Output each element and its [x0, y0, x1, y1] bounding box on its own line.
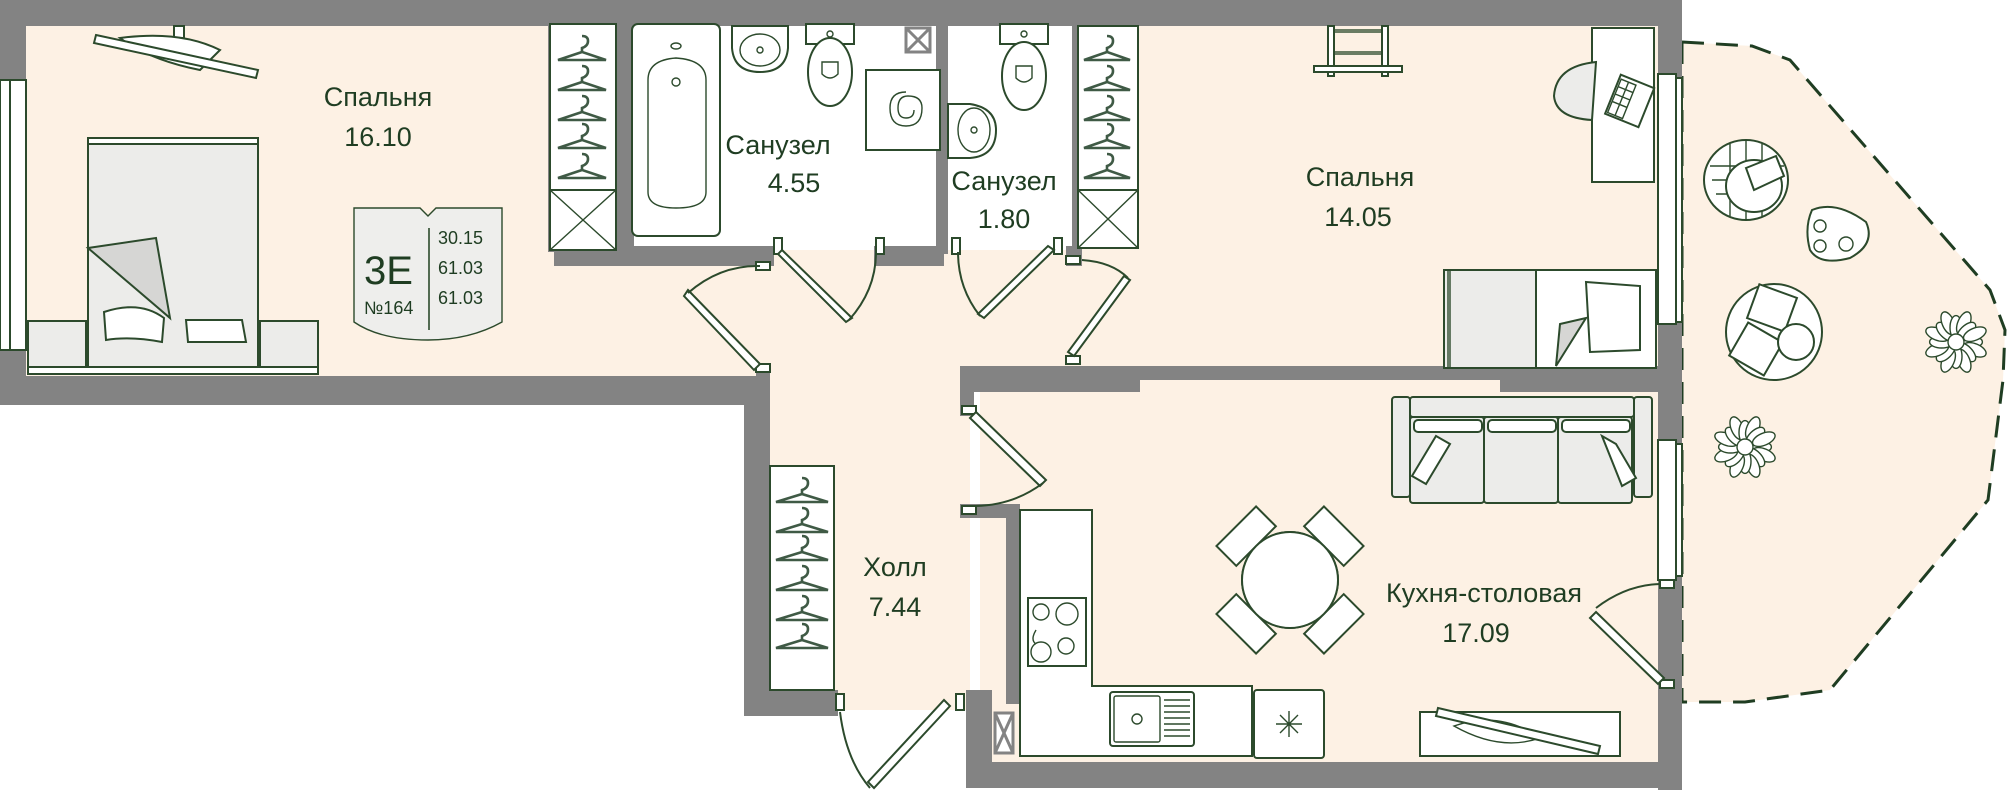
plant-icon	[1714, 416, 1776, 478]
desk-icon	[1552, 27, 1656, 183]
room-name-bathroom-2: Санузел	[951, 166, 1056, 196]
windows	[0, 73, 1683, 581]
hanger-icon	[775, 622, 829, 650]
washing-machine-icon	[865, 69, 941, 151]
hanger-icon	[557, 34, 607, 62]
room-name-hall: Холл	[863, 552, 927, 582]
kitchen-furniture	[1019, 396, 1653, 759]
door-bedroom-2[interactable]	[1065, 255, 1132, 365]
unit-type: 3E	[364, 249, 413, 293]
bedroom-1-furniture	[27, 25, 319, 375]
window-bedroom-2	[1657, 73, 1677, 325]
walls	[0, 0, 1682, 790]
room-name-bedroom-1: Спальня	[324, 82, 433, 112]
total-area: 61.03	[438, 258, 483, 278]
hanger-icon	[775, 506, 829, 534]
window-bedroom-1	[0, 79, 11, 351]
hanger-icon	[557, 152, 607, 180]
room-name-kitchen-dining: Кухня-столовая	[1386, 578, 1582, 608]
total-area-with-balcony: 61.03	[438, 288, 483, 308]
toilet-icon	[999, 23, 1049, 111]
hanger-icon	[1083, 122, 1131, 150]
bathroom-2-fixtures	[947, 23, 1049, 159]
room-area-bathroom-2: 1.80	[978, 204, 1031, 234]
room-name-bedroom-2: Спальня	[1306, 162, 1415, 192]
hanger-icon	[557, 94, 607, 122]
tv-icon	[92, 25, 260, 80]
nightstand-icon	[27, 320, 87, 368]
balcony-outline	[1681, 40, 2007, 704]
window-kitchen	[1657, 439, 1677, 581]
nightstand-icon	[259, 320, 319, 368]
room-area-bedroom-1: 16.10	[344, 122, 412, 152]
door-bathroom-2[interactable]	[951, 237, 1063, 320]
hanger-icon	[775, 564, 829, 592]
unit-badge: 3E №164 30.15 61.03 61.03	[353, 207, 503, 341]
side-table-icon	[1806, 206, 1870, 262]
hanger-icon	[1083, 152, 1131, 180]
kitchen-counter-icon	[1019, 509, 1325, 759]
door-bathroom-1[interactable]	[773, 237, 885, 324]
room-labels: Спальня 16.10 Санузел 4.55 Санузел 1.80 …	[324, 82, 1582, 648]
bedroom-2-furniture	[1313, 25, 1657, 369]
hanger-icon	[557, 64, 607, 92]
hanger-icon	[775, 476, 829, 504]
room-area-kitchen-dining: 17.09	[1442, 618, 1510, 648]
unit-number: №164	[364, 298, 413, 318]
door-bedroom-1[interactable]	[682, 261, 771, 373]
hanger-icon	[1083, 34, 1131, 62]
single-bed-icon	[1443, 269, 1657, 369]
fridge-icon	[1253, 689, 1325, 759]
dining-table-icon	[1215, 505, 1365, 655]
armchair-icon	[1703, 139, 1789, 221]
hanger-icon	[775, 534, 829, 562]
sink-icon	[1109, 691, 1195, 747]
round-chair-icon	[1725, 282, 1823, 381]
wall-rack-icon	[1313, 25, 1403, 77]
bathtub-icon	[631, 23, 721, 237]
hanger-icon	[557, 122, 607, 150]
plant-icon	[1925, 311, 1987, 373]
room-area-hall: 7.44	[869, 592, 922, 622]
living-area: 30.15	[438, 228, 483, 248]
balcony-furniture	[1703, 139, 1987, 478]
hangers	[557, 34, 1131, 650]
hanger-icon	[1083, 94, 1131, 122]
double-bed-icon	[85, 137, 259, 369]
sofa-icon	[1391, 396, 1653, 504]
sink-icon	[947, 103, 998, 159]
hanger-icon	[1083, 64, 1131, 92]
door-entrance[interactable]	[835, 693, 965, 790]
room-area-bathroom-1: 4.55	[768, 168, 821, 198]
room-area-bedroom-2: 14.05	[1324, 202, 1392, 232]
tv-icon	[1419, 706, 1621, 757]
door-balcony[interactable]	[1588, 579, 1675, 689]
toilet-icon	[805, 23, 855, 107]
door-kitchen[interactable]	[961, 405, 1048, 515]
room-name-bathroom-1: Санузел	[725, 130, 830, 160]
cooktop-icon	[1027, 597, 1087, 667]
sink-icon	[731, 25, 789, 74]
hanger-icon	[775, 594, 829, 622]
doors[interactable]	[682, 237, 1675, 790]
balcony	[1680, 40, 2007, 704]
bathroom-1-fixtures	[631, 23, 941, 237]
